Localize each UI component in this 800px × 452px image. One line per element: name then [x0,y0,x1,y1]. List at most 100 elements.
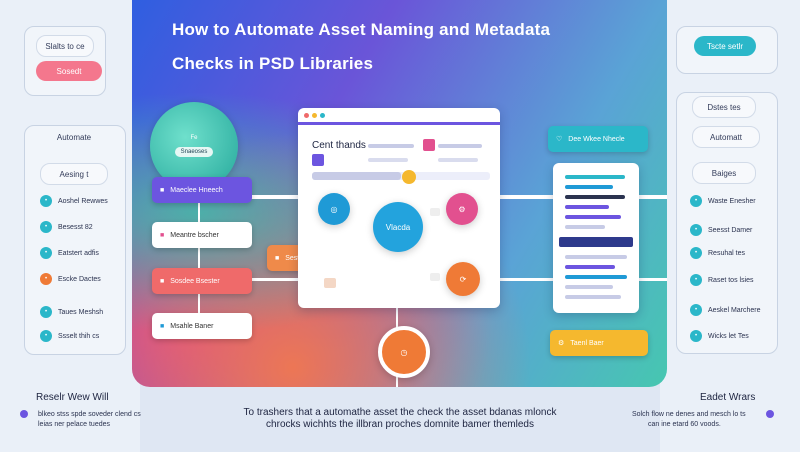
refresh-icon: ⟳ [459,274,467,284]
node-circle-center[interactable]: Vlacda [373,202,423,252]
placeholder-bar [438,158,478,162]
node-circle-blue[interactable]: ◎ [318,193,350,225]
circle-icon: • [40,306,52,318]
bullet-icon [20,410,28,418]
circle-label: Fe [190,135,198,141]
flow-box-1[interactable]: ■ Maeclee Hneech [152,177,252,203]
right-item[interactable]: • Resuhal tes [690,245,745,261]
small-icon [324,278,336,288]
footer-left-line2: leias ner pelace tuedes [38,421,110,428]
circle-icon: • [690,330,702,342]
circle-icon: • [40,247,52,259]
left-item[interactable]: • Ssselt thih cs [40,328,99,344]
flow-box-label: Dee Wkee Nhecle [568,135,625,143]
footer-left-line1: blkeo stss spde soveder clend cs [38,411,141,418]
window-controls [304,113,325,118]
clock-icon: ◷ [400,347,408,357]
flow-box-2[interactable]: ■ Meantre bscher [152,222,252,248]
title-bar [298,122,500,125]
meta-bar [565,285,613,289]
bullet-icon [766,410,774,418]
meta-bar [565,215,621,219]
doc-icon: ■ [160,277,165,285]
left-item-label: Ssselt thih cs [58,332,100,340]
coin-icon [402,170,416,184]
right-item-label: Aeskel Marchere [708,306,761,314]
placeholder-bar [438,144,482,148]
meta-bar [565,225,605,229]
left-item[interactable]: • Escke Dactes [40,271,101,287]
meta-highlight-row [559,237,633,247]
circle-icon: • [690,224,702,236]
image-icon: ■ [160,322,165,330]
flow-box-label: Maeclee Hneech [170,186,223,194]
meta-bar [565,185,613,189]
circle-icon: • [690,304,702,316]
footer-right-line1: Solch flow ne denes and mesch lo ts [632,411,746,418]
circle-icon: • [690,247,702,259]
meta-bar [565,265,615,269]
flow-box-3[interactable]: ■ Sosdee Bsester [152,268,252,294]
right-item-label: Waste Enesher [708,197,756,205]
window-title: Cent thands [312,140,366,151]
right-item-label: Resuhal tes [708,249,745,257]
left-item[interactable]: • Aoshel Rewwes [40,193,108,209]
page-title: How to Automate Asset Naming and Metadat… [172,20,551,39]
progress-track [312,172,490,180]
right-pill[interactable]: Baiges [692,162,756,184]
meta-bar [565,295,621,299]
right-bottom-box[interactable]: ⚙ Taenl Baer [550,330,648,356]
left-automate-label: Automate [56,132,92,142]
small-icon [430,208,440,216]
connector-line [198,200,200,330]
left-item-label: Eatstert adfis [58,249,99,257]
left-list-panel [24,125,126,355]
circle-icon: • [690,195,702,207]
placeholder-bar [368,158,408,162]
right-item[interactable]: • Aeskel Marchere [690,302,761,318]
flow-box-label: Sosdee Bsester [170,277,220,285]
node-label: Vlacda [385,222,411,232]
right-pill[interactable]: Automatt [692,126,760,148]
settings-icon: ⚙ [458,204,466,214]
heart-icon: ♡ [556,136,563,143]
right-pill[interactable]: Dstes tes [692,96,756,118]
right-header-box[interactable]: ♡ Dee Wkee Nhecle [548,126,648,152]
node-circle-pink[interactable]: ⚙ [446,193,478,225]
node-circle-bottom[interactable]: ◷ [378,326,430,378]
progress-fill [312,172,401,180]
circle-icon: • [40,330,52,342]
right-item-label: Seesst Damer [708,226,753,234]
caption: To trashers that a automathe asset the c… [210,407,590,431]
right-item-label: Wicks let Tes [708,332,749,340]
meta-bar [565,175,625,179]
node-circle-orange[interactable]: ⟳ [446,262,480,296]
meta-bar [565,275,627,279]
left-pill-2[interactable]: Sosedt [36,61,102,81]
left-item[interactable]: • Taues Meshsh [40,304,103,320]
right-top-pill[interactable]: Tscte setlr [694,36,756,56]
left-item-label: Aoshel Rewwes [58,197,108,205]
footer-right-line2: can ine etard 60 voods. [648,421,721,428]
pink-square-icon [423,139,435,151]
right-item[interactable]: • Seesst Damer [690,222,752,238]
right-item[interactable]: • Wicks let Tes [690,328,749,344]
file-icon: ■ [160,231,165,239]
left-item[interactable]: • Besesst 82 [40,219,93,235]
left-item[interactable]: • Eatstert adfis [40,245,99,261]
right-item[interactable]: • Waste Enesher [690,193,756,209]
circle-icon: • [40,221,52,233]
left-asseing-pill[interactable]: Aesing t [40,163,108,185]
teal-circle: Fe Snaeoses [150,102,238,190]
flow-box-label: Meantre bscher [170,231,219,239]
right-sidebar [660,0,800,452]
circle-pill: Snaeoses [174,147,214,157]
flow-box-4[interactable]: ■ Msahle Baner [152,313,252,339]
target-icon: ◎ [330,204,338,214]
left-pill-1[interactable]: Slalts to ce [36,35,94,57]
flow-box-label: Msahle Baner [170,322,214,330]
meta-bar [565,255,627,259]
right-item[interactable]: • Raset tos lsies [690,272,754,288]
left-item-label: Besesst 82 [58,223,93,231]
purple-square-icon [312,154,324,166]
